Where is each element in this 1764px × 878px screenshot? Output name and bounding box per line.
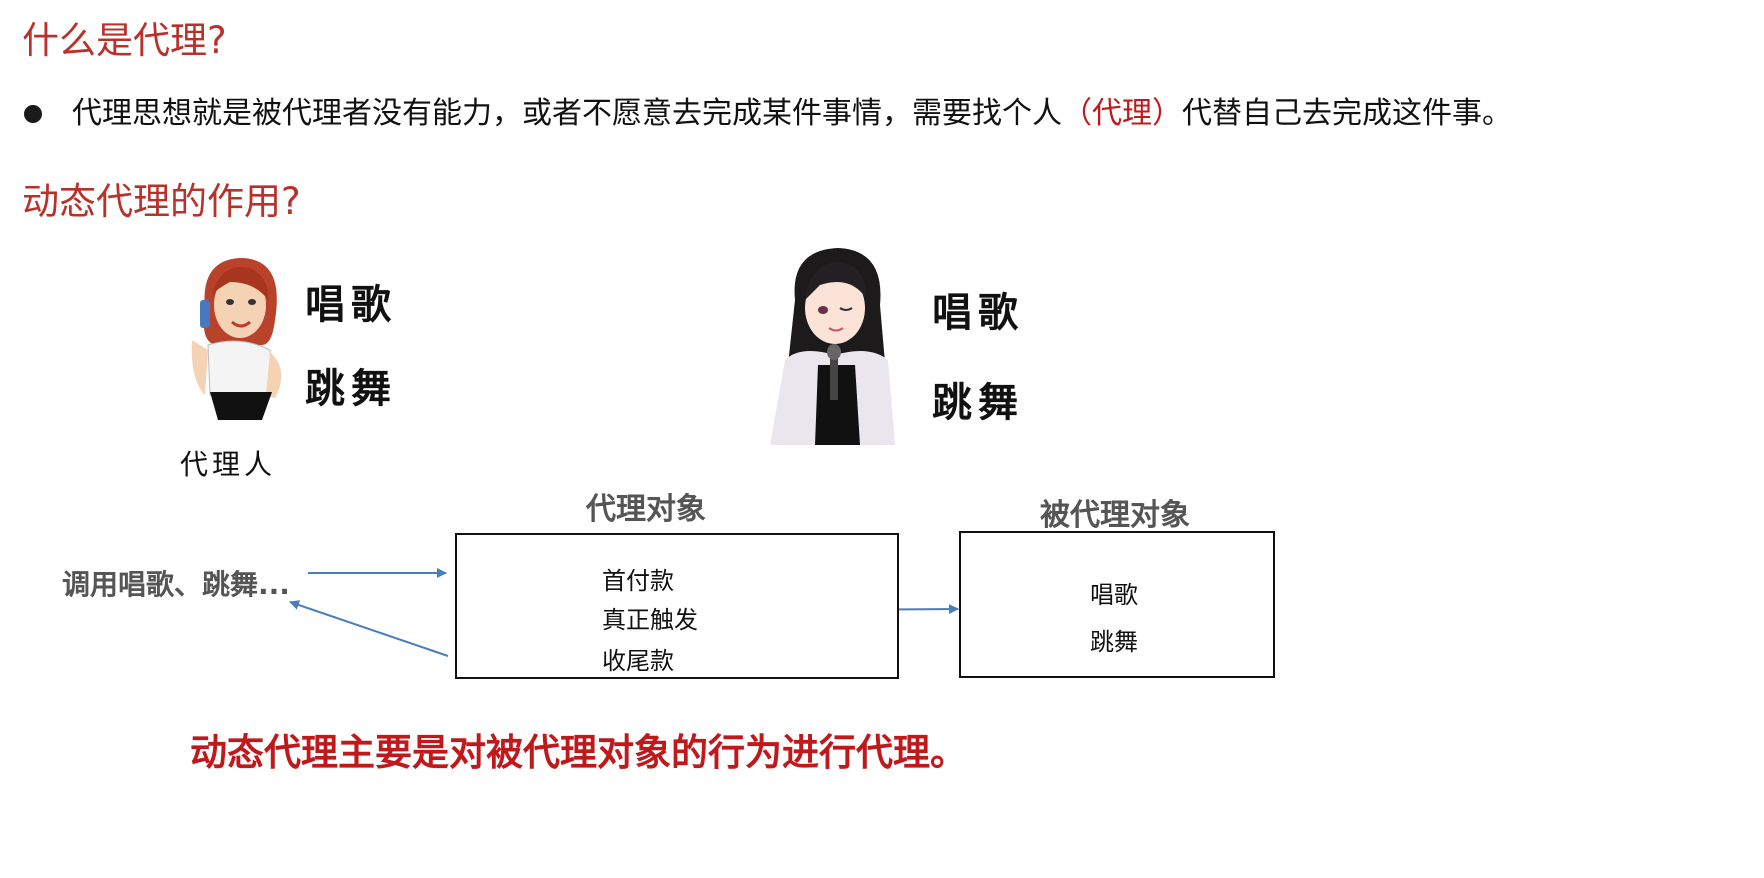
star-illustration	[770, 248, 895, 445]
target-method-sing: 唱歌	[1090, 581, 1138, 609]
arrow-return-to-caller	[289, 600, 449, 657]
target-object-box	[959, 531, 1275, 678]
agent-caption: 代理人	[180, 448, 277, 481]
star-dance-label: 跳舞	[932, 379, 1024, 426]
proxy-step-first-payment: 首付款	[602, 567, 674, 595]
definition-highlight: （代理）	[1062, 96, 1182, 131]
star-sing-label: 唱歌	[932, 289, 1024, 336]
proxy-object-box	[455, 533, 899, 679]
proxy-definition: 代理思想就是被代理者没有能力，或者不愿意去完成某件事情，需要找个人（代理）代替自…	[72, 99, 1512, 129]
proxy-step-trigger: 真正触发	[602, 606, 698, 634]
caller-label: 调用唱歌、跳舞...	[62, 568, 290, 601]
proxy-step-final-payment: 收尾款	[602, 647, 674, 675]
target-object-title: 被代理对象	[1040, 498, 1190, 533]
definition-text-2: 代替自己去完成这件事。	[1182, 96, 1512, 131]
agent-dance-label: 跳舞	[305, 365, 397, 412]
agent-sing-label: 唱歌	[305, 281, 397, 328]
target-method-dance: 跳舞	[1090, 628, 1138, 656]
agent-illustration	[191, 258, 282, 420]
bullet-dot	[24, 105, 42, 123]
heading-what-is-proxy: 什么是代理?	[22, 19, 227, 62]
conclusion-text: 动态代理主要是对被代理对象的行为进行代理。	[190, 731, 967, 774]
proxy-object-title: 代理对象	[586, 492, 706, 527]
heading-dynamic-proxy-role: 动态代理的作用?	[22, 180, 301, 223]
definition-text-1: 代理思想就是被代理者没有能力，或者不愿意去完成某件事情，需要找个人	[72, 96, 1062, 131]
